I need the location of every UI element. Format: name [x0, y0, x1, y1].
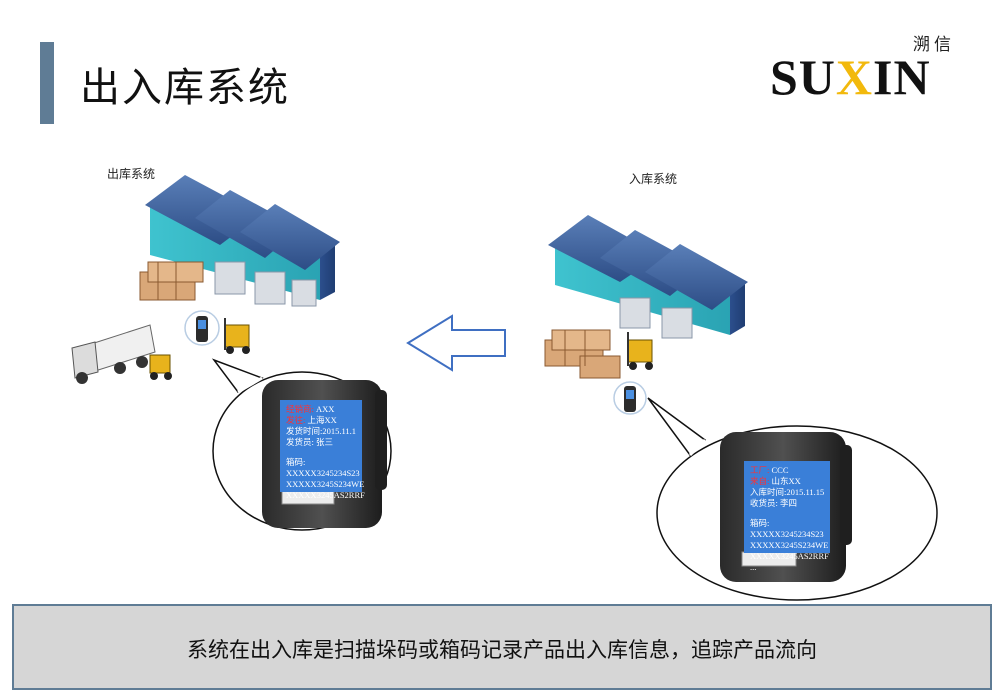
title-accent-bar — [40, 42, 54, 124]
footer-caption: 系统在出入库是扫描垛码或箱码记录产品出入库信息，追踪产品流向 — [187, 638, 817, 662]
suxin-logo: 溯信 SUXIN — [765, 30, 965, 110]
warehouse-icon — [145, 175, 340, 307]
footer-caption-box: 系统在出入库是扫描垛码或箱码记录产品出入库信息，追踪产品流向 — [12, 604, 992, 690]
logo-english-text: SUXIN — [770, 49, 931, 105]
forklift-icon — [627, 332, 653, 370]
inbound-device-screen: 工厂: CCC 来自: 山东XX 入库时间:2015.11.15 收货员: 李四… — [744, 461, 830, 572]
outbound-device-screen: 经销商: AXX 发往: 上海XX 发货时间:2015.11.1 发货员: 张三… — [280, 400, 365, 500]
truck-icon — [71, 324, 156, 384]
outbound-label: 出库系统 — [107, 167, 156, 181]
forklift-icon — [224, 318, 250, 354]
pallet-icon — [544, 329, 621, 379]
page-title: 出入库系统 — [80, 65, 290, 111]
logo-chinese-text: 溯信 — [913, 35, 955, 55]
warehouse-icon — [548, 215, 748, 339]
pallet-icon — [139, 261, 204, 301]
forklift-icon — [149, 354, 172, 380]
handheld-scanner-icon — [184, 310, 220, 346]
inbound-label: 入库系统 — [629, 172, 678, 186]
arrow-left-icon — [406, 314, 506, 372]
handheld-scanner-icon — [613, 381, 647, 415]
